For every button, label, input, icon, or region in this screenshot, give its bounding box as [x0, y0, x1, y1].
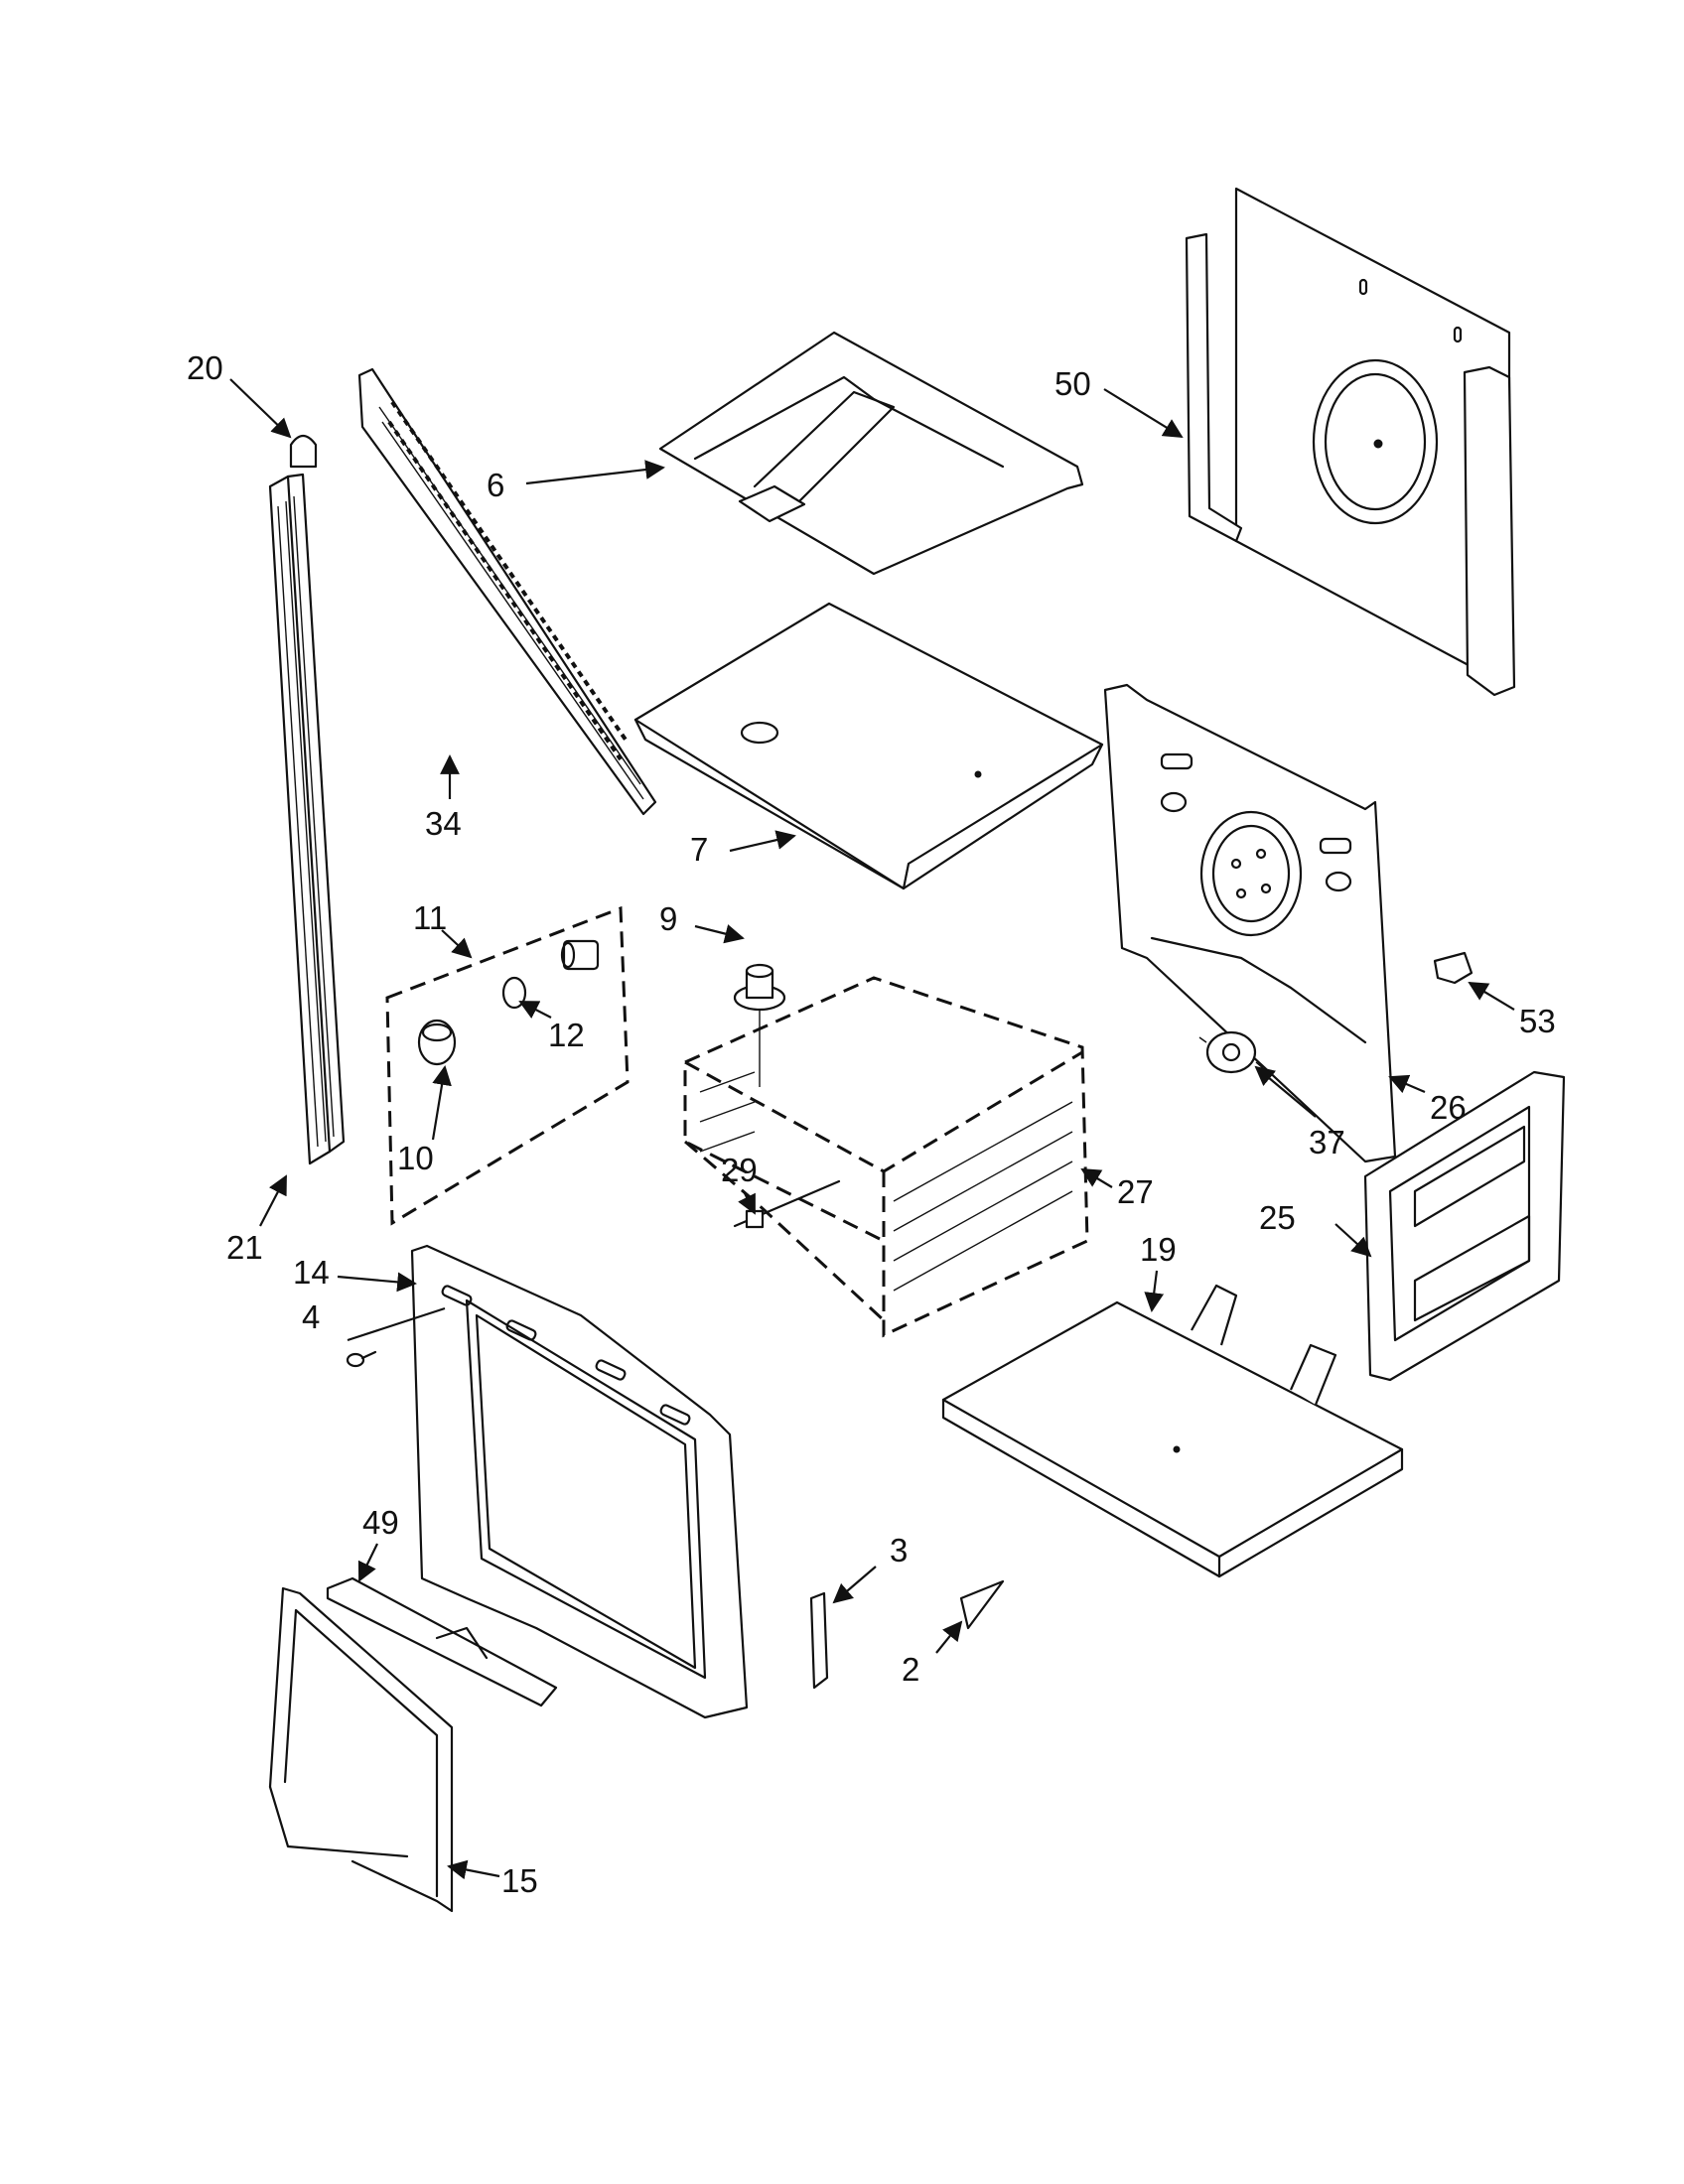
callout-27: 27 [1117, 1173, 1154, 1210]
part-small-bracket [809, 1591, 829, 1690]
callout-2: 2 [902, 1651, 919, 1688]
part-thermal-cutout [1198, 1030, 1264, 1074]
leader-7 [729, 830, 796, 853]
leader-29 [738, 1192, 756, 1215]
part-front-frame [410, 1244, 749, 1719]
part-clip [1433, 951, 1474, 985]
part-right-bracket-panel [1363, 1070, 1566, 1382]
callout-25: 25 [1259, 1199, 1296, 1236]
callout-labels: 20 6 50 34 7 11 9 12 10 21 14 4 29 27 26… [187, 349, 1556, 1899]
leader-20 [229, 378, 292, 439]
callout-26: 26 [1430, 1089, 1467, 1126]
callout-53: 53 [1519, 1003, 1556, 1039]
callout-14: 14 [293, 1254, 330, 1291]
leader-37 [1254, 1065, 1317, 1118]
callout-29: 29 [721, 1152, 758, 1188]
leader-53 [1468, 981, 1515, 1011]
part-vent-grille [357, 367, 657, 816]
leader-10 [431, 1065, 452, 1141]
callout-11: 11 [413, 899, 447, 936]
leader-27 [1080, 1167, 1113, 1188]
callout-3: 3 [890, 1532, 908, 1569]
leader-4 [347, 1306, 446, 1342]
callout-10: 10 [397, 1140, 434, 1176]
part-corner-bracket [959, 1579, 1005, 1630]
part-element-knob [733, 963, 786, 1087]
part-switch-group [385, 905, 630, 1226]
leader-15 [447, 1859, 500, 1880]
callout-34: 34 [425, 805, 462, 842]
leader-lines [229, 378, 1515, 1880]
callout-20: 20 [187, 349, 223, 386]
part-screw [346, 1350, 377, 1368]
leader-3 [832, 1566, 877, 1604]
leader-12 [518, 1001, 552, 1019]
callout-7: 7 [690, 831, 708, 868]
callout-37: 37 [1309, 1124, 1345, 1160]
part-top-duct-panel [658, 331, 1084, 576]
leader-14 [337, 1272, 417, 1293]
leader-11 [441, 929, 473, 959]
callout-50: 50 [1054, 365, 1091, 402]
part-bottom-shelf [941, 1284, 1404, 1578]
part-side-trim [268, 473, 346, 1165]
leader-25 [1334, 1223, 1372, 1258]
callout-9: 9 [659, 900, 677, 937]
leader-19 [1144, 1270, 1165, 1312]
callout-6: 6 [487, 467, 504, 503]
part-rear-panel [1185, 187, 1516, 697]
callout-4: 4 [302, 1298, 320, 1335]
callout-21: 21 [226, 1229, 263, 1266]
leader-2 [935, 1620, 963, 1654]
leader-6 [525, 460, 665, 485]
part-door-gasket [268, 1586, 454, 1913]
leader-50 [1103, 388, 1184, 439]
callout-15: 15 [501, 1862, 538, 1899]
part-lower-trim [326, 1576, 558, 1707]
leader-21 [259, 1174, 287, 1227]
leader-26 [1388, 1074, 1426, 1094]
leader-49 [357, 1543, 378, 1582]
part-top-shield [633, 602, 1104, 890]
callout-49: 49 [362, 1504, 399, 1541]
part-side-panel [1103, 683, 1397, 1163]
callout-12: 12 [548, 1017, 585, 1053]
part-oven-liner [683, 976, 1089, 1338]
part-end-cap [289, 434, 318, 469]
callout-19: 19 [1140, 1231, 1177, 1268]
leader-9 [694, 924, 745, 944]
